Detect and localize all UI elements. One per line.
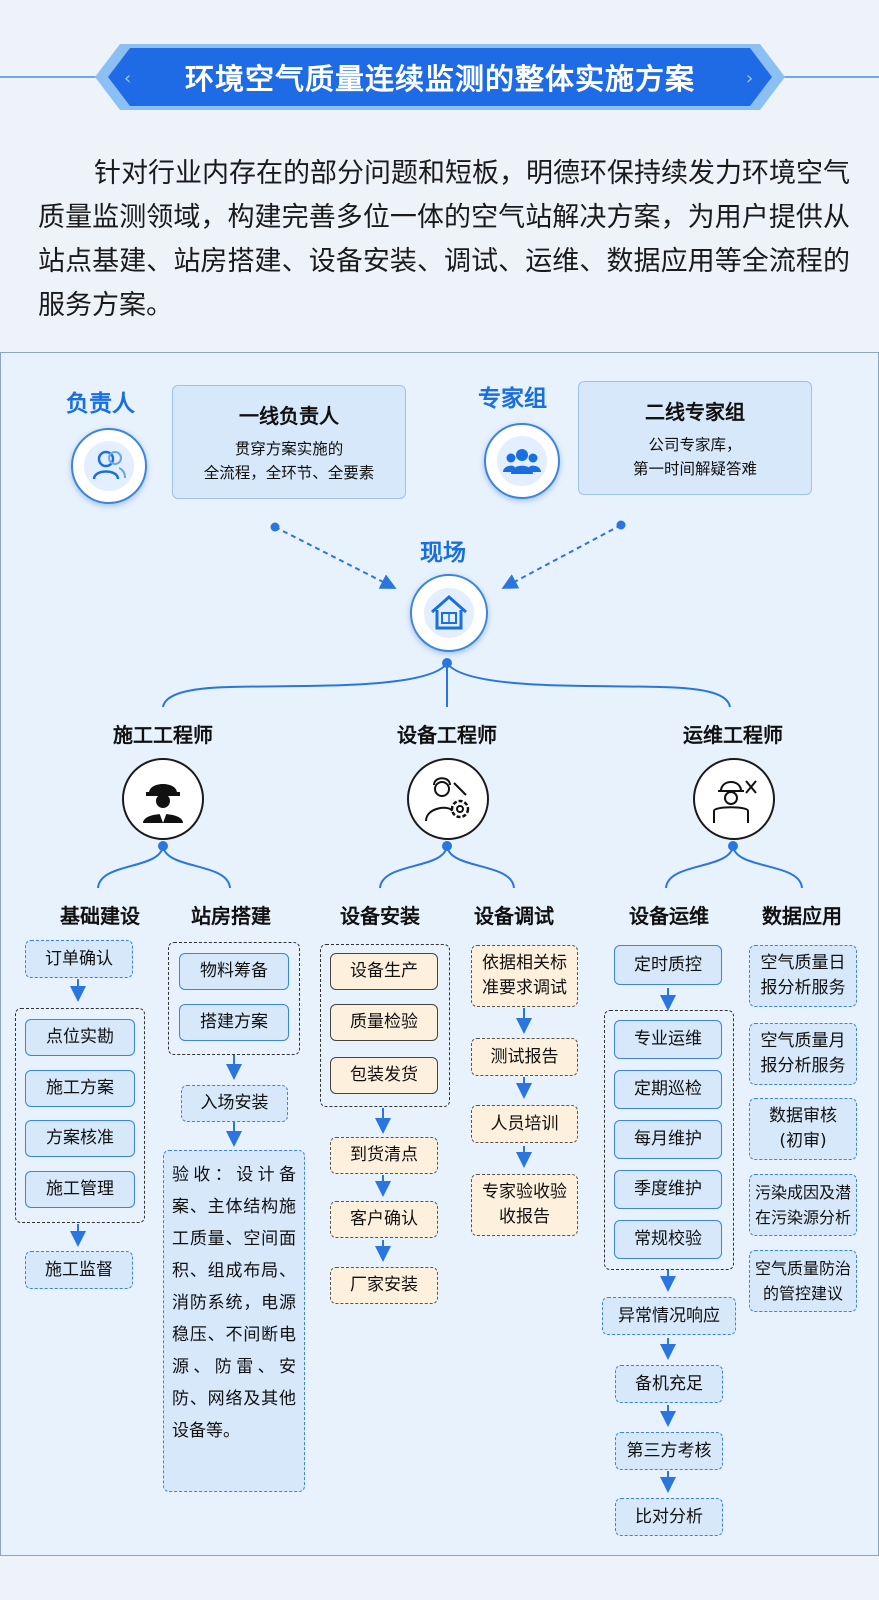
install-item: 质量检验 (330, 1004, 438, 1041)
leader-box: 一线负责人 贯穿方案实施的 全流程，全环节、全要素 (172, 385, 406, 499)
ops-group (604, 1010, 734, 1270)
col-install-title: 设备安装 (340, 904, 420, 928)
construction-engineer-avatar (122, 758, 204, 840)
basic-group (15, 1008, 145, 1223)
ops-item: 每月维护 (614, 1120, 722, 1159)
col-ops-title: 设备运维 (629, 904, 709, 928)
leader-desc-2: 全流程，全环节、全要素 (203, 464, 375, 482)
data-item: 空气质量月报分析服务 (749, 1023, 857, 1085)
equipment-engineer-avatar (407, 758, 489, 840)
station-install: 入场安装 (181, 1085, 288, 1122)
ops-timed-qc: 定时质控 (614, 945, 722, 985)
ops-item: 专业运维 (614, 1020, 722, 1059)
engineer-construction-title: 施工工程师 (113, 723, 213, 747)
ops-step: 第三方考核 (615, 1432, 723, 1470)
data-item: 数据审核(初审) (749, 1098, 857, 1160)
svg-text:‹: ‹ (124, 68, 131, 89)
debug-step: 测试报告 (471, 1038, 578, 1076)
page-title: 环境空气质量连续监测的整体实施方案 (184, 62, 695, 96)
station-item: 物料筹备 (179, 953, 289, 990)
install-group (320, 944, 450, 1107)
col-station-title: 站房搭建 (191, 904, 271, 928)
leader-avatar (71, 428, 147, 504)
hardhat-worker-icon (143, 784, 183, 823)
ops-item: 季度维护 (614, 1170, 722, 1209)
install-step: 厂家安装 (330, 1267, 438, 1304)
house-icon (424, 588, 474, 638)
basic-item: 方案核准 (25, 1120, 135, 1157)
ops-item: 常规校验 (614, 1220, 722, 1259)
data-item: 空气质量防治的管控建议 (749, 1250, 857, 1312)
install-step: 到货清点 (330, 1137, 438, 1174)
svg-text:›: › (746, 68, 753, 89)
debug-step: 专家验收验收报告 (471, 1174, 578, 1236)
station-group (168, 942, 300, 1055)
leader-title: 一线负责人 (239, 404, 339, 428)
ops-step: 异常情况响应 (602, 1297, 736, 1335)
expert-desc-2: 第一时间解疑答难 (632, 460, 757, 478)
debug-step: 人员培训 (471, 1105, 578, 1143)
debug-first: 依据相关标准要求调试 (471, 945, 578, 1007)
expert-label: 专家组 (478, 386, 547, 412)
gear-worker-icon (425, 777, 470, 822)
col-basic-title: 基础建设 (60, 904, 140, 928)
site-label: 现场 (420, 540, 466, 566)
intro-paragraph: 针对行业内存在的部分问题和短板，明德环保持续发力环境空气质量监测领域，构建完善多… (38, 158, 850, 321)
install-item: 包装发货 (330, 1057, 438, 1094)
operation-engineer-avatar (693, 758, 775, 840)
station-item: 搭建方案 (179, 1004, 289, 1041)
basic-supervision: 施工监督 (25, 1251, 133, 1289)
data-item: 空气质量日报分析服务 (749, 945, 857, 1007)
engineer-operation-title: 运维工程师 (683, 723, 783, 747)
expert-avatar (484, 423, 560, 499)
ops-item: 定期巡检 (614, 1070, 722, 1109)
expert-box: 二线专家组 公司专家库， 第一时间解疑答难 (578, 381, 812, 495)
engineer-equipment-title: 设备工程师 (397, 723, 497, 747)
people-icon (84, 441, 134, 491)
leader-desc-1: 贯穿方案实施的 (234, 440, 344, 458)
expert-title: 二线专家组 (645, 400, 745, 424)
install-item: 设备生产 (330, 953, 438, 990)
site-avatar (410, 574, 488, 652)
basic-order-confirm: 订单确认 (25, 940, 133, 978)
col-data-title: 数据应用 (762, 904, 842, 928)
ops-step: 比对分析 (615, 1498, 723, 1536)
leader-label: 负责人 (66, 391, 135, 417)
station-acceptance-box: 验收：设计备案、主体结构施工质量、空间面积、组成布局、消防系统，电源稳压、不间断… (163, 1150, 305, 1492)
col-debug-title: 设备调试 (474, 904, 554, 928)
basic-item: 施工管理 (25, 1171, 135, 1208)
expert-desc-1: 公司专家库， (648, 436, 742, 454)
group-icon (497, 436, 547, 486)
title-banner-lines: ‹ › (0, 44, 879, 110)
station-acceptance-text: 验收：设计备案、主体结构施工质量、空间面积、组成布局、消防系统，电源稳压、不间断… (172, 1165, 296, 1441)
ops-step: 备机充足 (615, 1365, 723, 1403)
install-step: 客户确认 (330, 1201, 438, 1238)
maintenance-worker-icon (713, 780, 757, 823)
basic-item: 施工方案 (25, 1070, 135, 1107)
basic-item: 点位实勘 (25, 1019, 135, 1056)
data-item: 污染成因及潜在污染源分析 (749, 1174, 857, 1236)
